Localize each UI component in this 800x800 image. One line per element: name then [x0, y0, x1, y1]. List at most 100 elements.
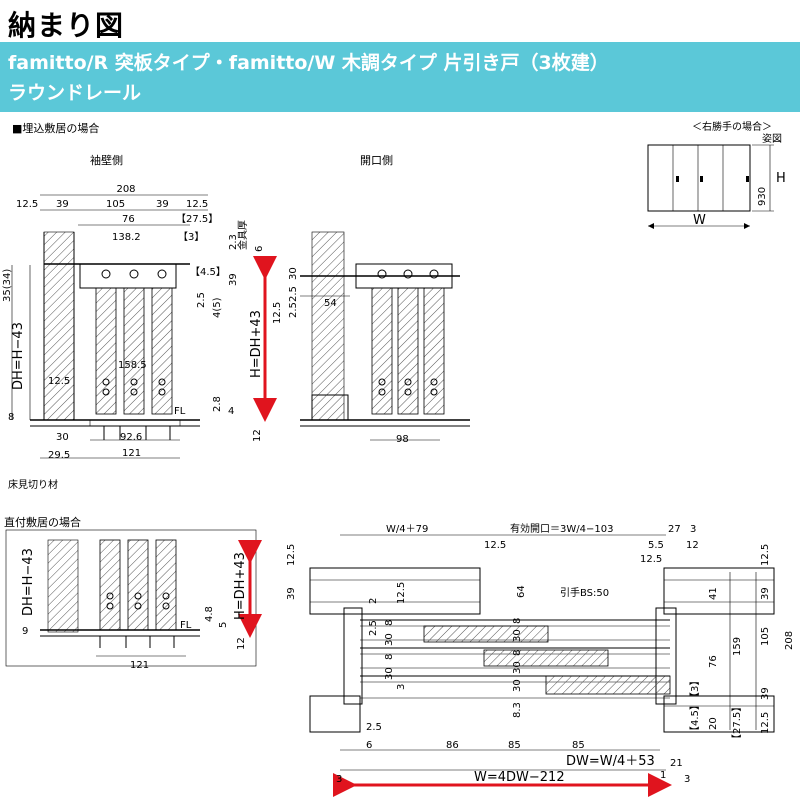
- dim-3: 【3】: [178, 231, 204, 243]
- label-elevation-caption: ＜右勝手の場合＞: [692, 122, 772, 133]
- dim-plan-3-top: 3: [690, 524, 696, 535]
- label-sleeve-side: 袖壁側: [90, 154, 123, 167]
- dim-39: 39: [228, 273, 239, 286]
- dim-plan-76: 76: [708, 655, 719, 668]
- section-direct-sill: 直付敷居の場合: [4, 516, 81, 529]
- dim-plan-stack-a-2: 30: [384, 633, 395, 646]
- dim-bl-h-formula: H=DH+43: [233, 552, 248, 620]
- dim-bl-121: 121: [130, 660, 149, 671]
- dim-overall-208: 208: [116, 184, 135, 195]
- dim-plan-stack-a-0: 2.5: [368, 620, 379, 636]
- dim-bl-9: 9: [22, 626, 28, 637]
- dim-2-5: 2.5: [196, 292, 207, 308]
- label-bl-fl: FL: [180, 620, 192, 631]
- dim-plan-stack-b-1: 30: [512, 629, 523, 642]
- dim-plan-208: 208: [784, 631, 795, 650]
- dim-plan-39-r2: 39: [760, 687, 771, 700]
- elevation-height-value: 930: [757, 187, 768, 206]
- dim-2-8: 2.8: [212, 396, 223, 412]
- dim-plan-2: 2: [368, 598, 379, 604]
- dim-plan-effective-opening: 有効開口＝3W/4−103: [510, 522, 613, 535]
- dim-bl-12: 12: [236, 637, 247, 650]
- dim-plan-12-5-a: 12.5: [484, 540, 506, 551]
- dim-plan-6-bottom: 6: [366, 740, 372, 751]
- dim-row1-2: 105: [106, 199, 125, 210]
- dim-6: 6: [254, 246, 265, 252]
- dim-plan-12-5-r2: 12.5: [760, 712, 771, 734]
- dim-row1-0: 12.5: [16, 199, 38, 210]
- dim-plan-w-formula: W=4DW−212: [474, 770, 565, 785]
- dim-plan-12-r: 12: [686, 540, 699, 551]
- dim-92-6: 92.6: [120, 432, 142, 443]
- dim-plan-21: 21: [670, 758, 683, 769]
- dim-plan-85-a: 85: [508, 740, 521, 751]
- dim-plan-dw-formula: DW=W/4＋53: [566, 754, 655, 769]
- dim-plan-12-5-left: 12.5: [286, 544, 297, 566]
- banner-subtitle-rail: ラウンドレール: [8, 82, 142, 104]
- elevation-width-label: W: [693, 213, 706, 228]
- dim-plan-stack-b-2: 8: [512, 650, 523, 656]
- dim-row1-1: 39: [56, 199, 69, 210]
- dim-plan-41: 41: [708, 587, 719, 600]
- section-embedded-sill: ■埋込敷居の場合: [12, 122, 100, 135]
- elevation-height-label: H: [776, 171, 786, 186]
- dim-row1-4: 12.5: [186, 199, 208, 210]
- dim-plan-b4-5: 【4.5】: [689, 700, 701, 736]
- dim-27-5: 【27.5】: [176, 213, 218, 225]
- dim-8: 8: [8, 412, 14, 423]
- section-direct-sill-drawing: [5, 529, 257, 667]
- dim-plan-stack-a-4: 30: [384, 667, 395, 680]
- page-title: 納まり図: [8, 9, 125, 42]
- label-floor-trim: 床見切り材: [8, 480, 58, 491]
- dim-plan-2-5-bottom: 2.5: [366, 722, 382, 733]
- dim-30: 30: [56, 432, 69, 443]
- dim-plan-86: 86: [446, 740, 459, 751]
- section-sleeve-side: [11, 194, 208, 459]
- plan-view: [309, 534, 775, 797]
- dim-plan-stack-a-3: 8: [384, 654, 395, 660]
- dim-plan-stack-b-3: 30: [512, 661, 523, 674]
- dim-29-5: 29.5: [48, 450, 70, 461]
- dim-plan-1: 1: [660, 770, 666, 781]
- dim-138-2: 138.2: [112, 232, 141, 243]
- dim-76: 76: [122, 214, 135, 225]
- label-metal-thickness: 金具厚: [236, 220, 249, 250]
- title-banner: famitto/R 突板タイプ・famitto/W 木調タイプ 片引き戸（3枚建…: [0, 42, 800, 112]
- dim-tr-54: 54: [324, 298, 337, 309]
- dim-4-5-paren: 4(5): [212, 297, 223, 318]
- dim-121: 121: [122, 448, 141, 459]
- label-fl: FL: [174, 406, 186, 417]
- dim-12-5: 12.5: [48, 376, 70, 387]
- dim-dh-formula: DH=H−43: [11, 322, 26, 390]
- dim-4-5-bracket: 【4.5】: [190, 266, 226, 278]
- dim-12: 12: [252, 429, 263, 442]
- dim-plan-105: 105: [760, 627, 771, 646]
- dim-plan-3-left: 3: [336, 774, 342, 785]
- dim-plan-3-right: 3: [684, 774, 690, 785]
- dim-bl-5: 5: [218, 622, 229, 628]
- label-opening-side: 開口側: [360, 154, 393, 167]
- dim-plan-stack-a-1: 8: [384, 620, 395, 626]
- elevation-view: W H 930: [647, 144, 786, 229]
- dim-row1-3: 39: [156, 199, 169, 210]
- dim-tr-12-5: 12.5: [272, 302, 283, 324]
- dim-4: 4: [228, 406, 234, 417]
- dim-plan-b27-5: 【27.5】: [731, 702, 743, 744]
- dim-plan-12-5-r1: 12.5: [760, 544, 771, 566]
- dim-tr-98: 98: [396, 434, 409, 445]
- dim-plan-39-left: 39: [286, 587, 297, 600]
- dim-plan-w4-79: W/4＋79: [386, 524, 428, 535]
- dim-plan-20: 20: [708, 717, 719, 730]
- label-plan-handle: 引手BS:50: [560, 586, 609, 599]
- dim-plan-30-c: 30: [512, 679, 523, 692]
- dim-plan-stack-a-5: 3: [396, 684, 407, 690]
- dim-plan-b3: 【3】: [689, 676, 701, 702]
- dim-plan-159: 159: [732, 637, 743, 656]
- dim-35-34: 35(34): [2, 269, 13, 302]
- dim-plan-12-5-b: 12.5: [640, 554, 662, 565]
- dim-plan-39-r1: 39: [760, 587, 771, 600]
- dim-bl-4-8: 4.8: [204, 606, 215, 622]
- label-elevation: 姿図: [762, 134, 782, 145]
- dim-bl-dh-formula: DH=H−43: [21, 548, 36, 616]
